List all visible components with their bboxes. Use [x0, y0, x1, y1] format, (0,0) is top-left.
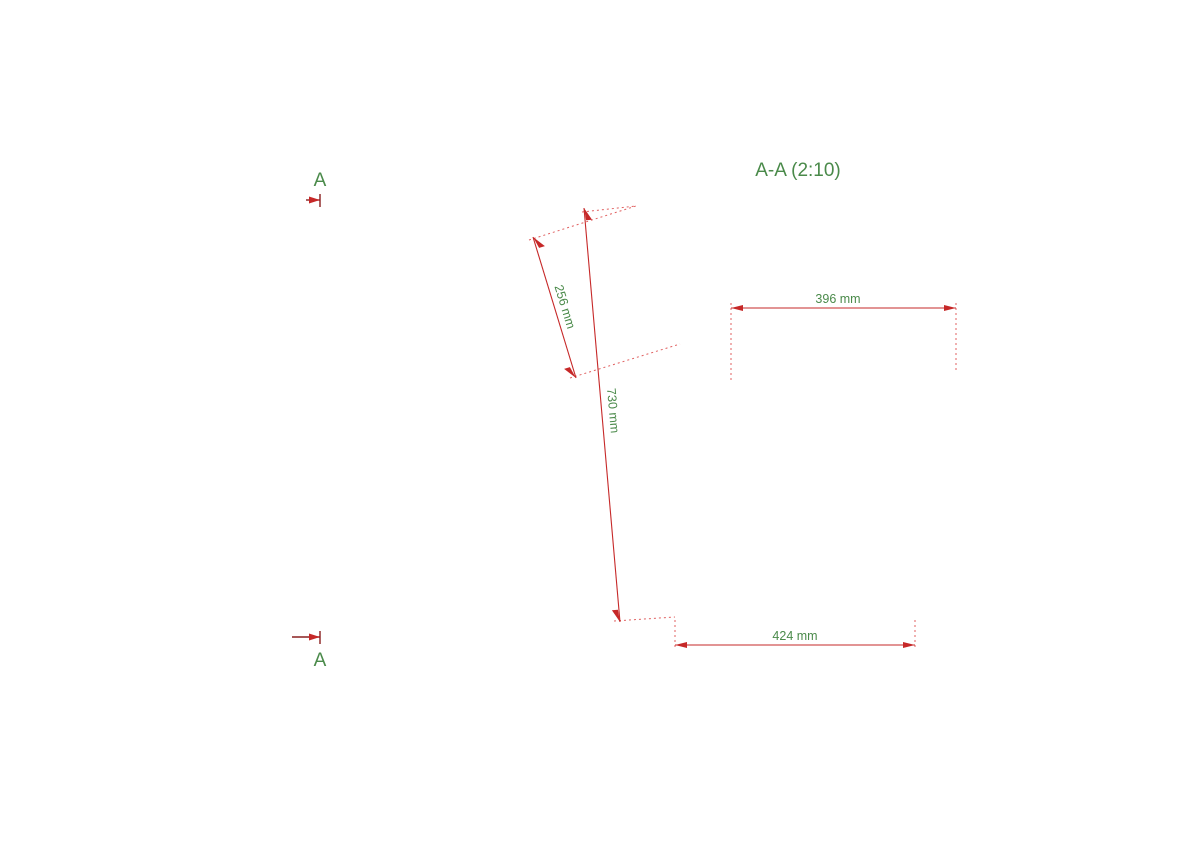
dim-line-256	[532, 236, 577, 379]
arrow-730-bottom	[611, 609, 620, 622]
arrow-396-left	[731, 305, 743, 311]
dim-text-396: 396 mm	[815, 292, 860, 306]
cut-label-top: A	[314, 170, 327, 191]
cut-label-bottom: A	[314, 650, 327, 671]
arrow-424-right	[903, 642, 915, 648]
dim-text-256: 256 mm	[552, 283, 579, 330]
arrow-256-bottom	[564, 367, 576, 378]
dim-text-730: 730 mm	[604, 388, 622, 434]
dimension-424[interactable]: 424 mm	[674, 620, 916, 650]
section-title: A-A (2:10)	[755, 160, 841, 181]
arrow-396-right	[944, 305, 956, 311]
dim-line-730	[583, 207, 621, 623]
dimension-256[interactable]: 256 mm	[528, 205, 681, 379]
ext-line-730-bottom	[613, 616, 676, 622]
dim-text-424: 424 mm	[772, 629, 817, 643]
arrow-256-top	[533, 237, 545, 248]
dimension-396[interactable]: 396 mm	[730, 292, 957, 380]
arrow-730-top	[584, 208, 593, 221]
cut-marker-bottom[interactable]: A	[292, 631, 327, 671]
cut-arrow-head-top	[309, 196, 320, 204]
dimension-730[interactable]: 730 mm	[581, 205, 676, 623]
ext-line-256-top	[528, 205, 637, 241]
cut-marker-top[interactable]: A	[306, 170, 327, 207]
arrow-424-left	[675, 642, 687, 648]
ext-line-256-bottom	[569, 343, 681, 379]
ext-line-730-top	[581, 205, 637, 213]
cut-arrow-head-bottom	[309, 633, 320, 641]
